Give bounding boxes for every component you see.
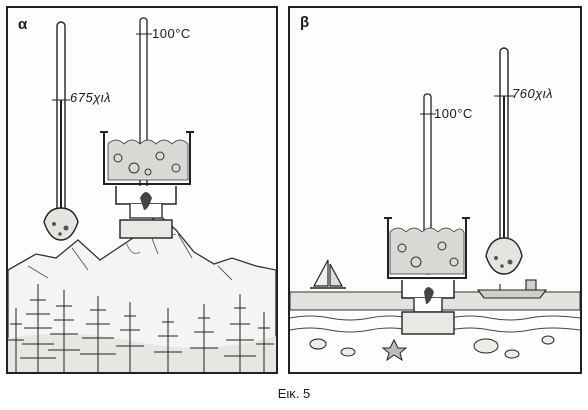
pressure-label: 675χιλ <box>70 90 112 105</box>
sailboat <box>310 259 346 289</box>
figure-caption: Εικ. 5 <box>277 386 311 401</box>
mountain-scene <box>8 17 276 372</box>
panel-alpha: α 675χιλ 100°C <box>6 6 278 374</box>
boiling-apparatus-beta <box>384 93 470 335</box>
temperature-label: 100°C <box>152 26 191 41</box>
ship <box>476 279 548 299</box>
panel-letter: β <box>300 14 310 31</box>
panel-beta: β 760χιλ 100°C <box>288 6 582 374</box>
thermometer-right <box>485 47 523 275</box>
panel-letter: α <box>18 16 28 33</box>
pebbles <box>309 335 555 362</box>
boiling-apparatus-alpha <box>100 17 194 239</box>
forest <box>8 284 274 372</box>
temperature-label: 100°C <box>434 106 473 121</box>
sea-scene <box>290 47 580 362</box>
pressure-label: 760χιλ <box>512 86 554 101</box>
thermometer-left <box>43 21 79 241</box>
